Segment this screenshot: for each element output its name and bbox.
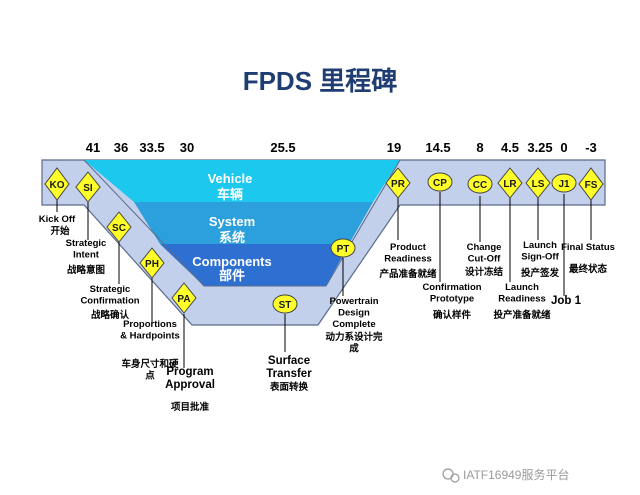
milestone-label-cn: 最终状态 — [569, 263, 608, 275]
milestone-label-en: Proportions& Hardpoints — [120, 319, 180, 342]
milestone-cp-marker — [427, 172, 453, 192]
vehicle-band — [84, 160, 400, 202]
milestone-code: LR — [503, 179, 517, 190]
milestone-label-cn: 开始 — [50, 225, 70, 237]
milestone-code: PT — [337, 244, 350, 255]
milestone-lr-marker — [497, 167, 523, 199]
timeline-label: 4.5 — [501, 140, 519, 155]
milestone-ph-marker — [139, 247, 165, 279]
vehicle-band-label-en: Vehicle — [208, 171, 253, 186]
milestone-j1-marker — [551, 173, 577, 193]
timeline-label: 14.5 — [425, 140, 450, 155]
timeline-label: 8 — [476, 140, 483, 155]
milestone-label-cn: 战略意图 — [67, 264, 105, 276]
system-band — [134, 202, 373, 244]
timeline-label: -3 — [585, 140, 597, 155]
milestone-label-cn: 表面转换 — [269, 381, 309, 393]
components-band-label-cn: 部件 — [219, 268, 245, 283]
milestone-code: PA — [177, 294, 190, 305]
milestone-pt-marker — [330, 238, 356, 258]
watermark: IATF16949服务平台 — [442, 467, 569, 483]
watermark-text: IATF16949服务平台 — [463, 467, 569, 482]
system-band-label-cn: 系统 — [219, 230, 245, 245]
milestone-label-en: Job 1 — [551, 295, 582, 307]
milestone-label-cn: 投产准备就绪 — [493, 309, 551, 321]
leader-lines — [56, 192, 592, 368]
milestone-st-marker — [272, 294, 298, 314]
milestone-pr-marker — [385, 167, 411, 199]
milestone-code: CC — [473, 180, 487, 191]
timeline-axis: 41 36 33.5 30 25.5 19 14.5 8 4.5 3.25 0 … — [86, 140, 597, 155]
timeline-label: 30 — [180, 140, 194, 155]
milestone-label-cn: 设计冻结 — [465, 266, 504, 278]
milestone-label-cn: 战略确认 — [91, 309, 130, 321]
milestone-code: PR — [391, 179, 406, 190]
milestone-label-cn: 车身尺寸和硬点 — [121, 358, 179, 382]
milestone-sc-marker — [106, 211, 132, 243]
milestone-code: J1 — [558, 179, 570, 190]
milestone-ko-marker — [44, 167, 70, 201]
timeline-label: 25.5 — [270, 140, 295, 155]
milestone-label-cn: 动力系设计完成 — [325, 331, 383, 355]
milestone-label-cn: 确认样件 — [433, 309, 472, 321]
milestone-ls-marker — [525, 167, 551, 199]
timeline-label: 3.25 — [527, 140, 552, 155]
page-title: FPDS 里程碑 — [243, 66, 398, 96]
milestone-code: CP — [433, 178, 447, 189]
milestone-code: KO — [50, 180, 65, 191]
milestone-code: SC — [112, 223, 126, 234]
vehicle-band-label-cn: 车辆 — [217, 187, 243, 202]
milestone-code: LS — [532, 179, 545, 190]
milestone-fs-marker — [578, 167, 604, 201]
inner-trapezoid-edge — [83, 159, 401, 287]
timeline-label: 0 — [560, 140, 567, 155]
timeline-label: 41 — [86, 140, 100, 155]
milestone-label-en: Final Status — [561, 242, 615, 253]
components-band-label-en: Components — [192, 254, 271, 269]
timeline-label: 36 — [114, 140, 128, 155]
system-band-label-en: System — [209, 214, 255, 229]
wechat-icon-bubble — [450, 473, 460, 483]
milestone-markers: KO SI SC PH PA ST PT PR CP CC LR LS — [44, 167, 604, 314]
milestone-label-cn: 项目批准 — [171, 401, 210, 413]
milestone-label-cn: 产品准备就绪 — [379, 268, 437, 280]
timeline-label: 33.5 — [139, 140, 164, 155]
milestone-si-marker — [75, 171, 101, 203]
milestone-label-en: Kick Off — [39, 214, 76, 225]
milestone-code: ST — [279, 300, 292, 311]
milestone-code: FS — [585, 180, 598, 191]
milestone-cc-marker — [467, 174, 493, 194]
timeline-label: 19 — [387, 140, 401, 155]
milestone-label-cn: 投产签发 — [521, 267, 560, 279]
milestone-code: PH — [145, 259, 159, 270]
milestone-pa-marker — [171, 282, 197, 314]
components-band — [160, 244, 349, 286]
milestone-code: SI — [83, 183, 93, 194]
